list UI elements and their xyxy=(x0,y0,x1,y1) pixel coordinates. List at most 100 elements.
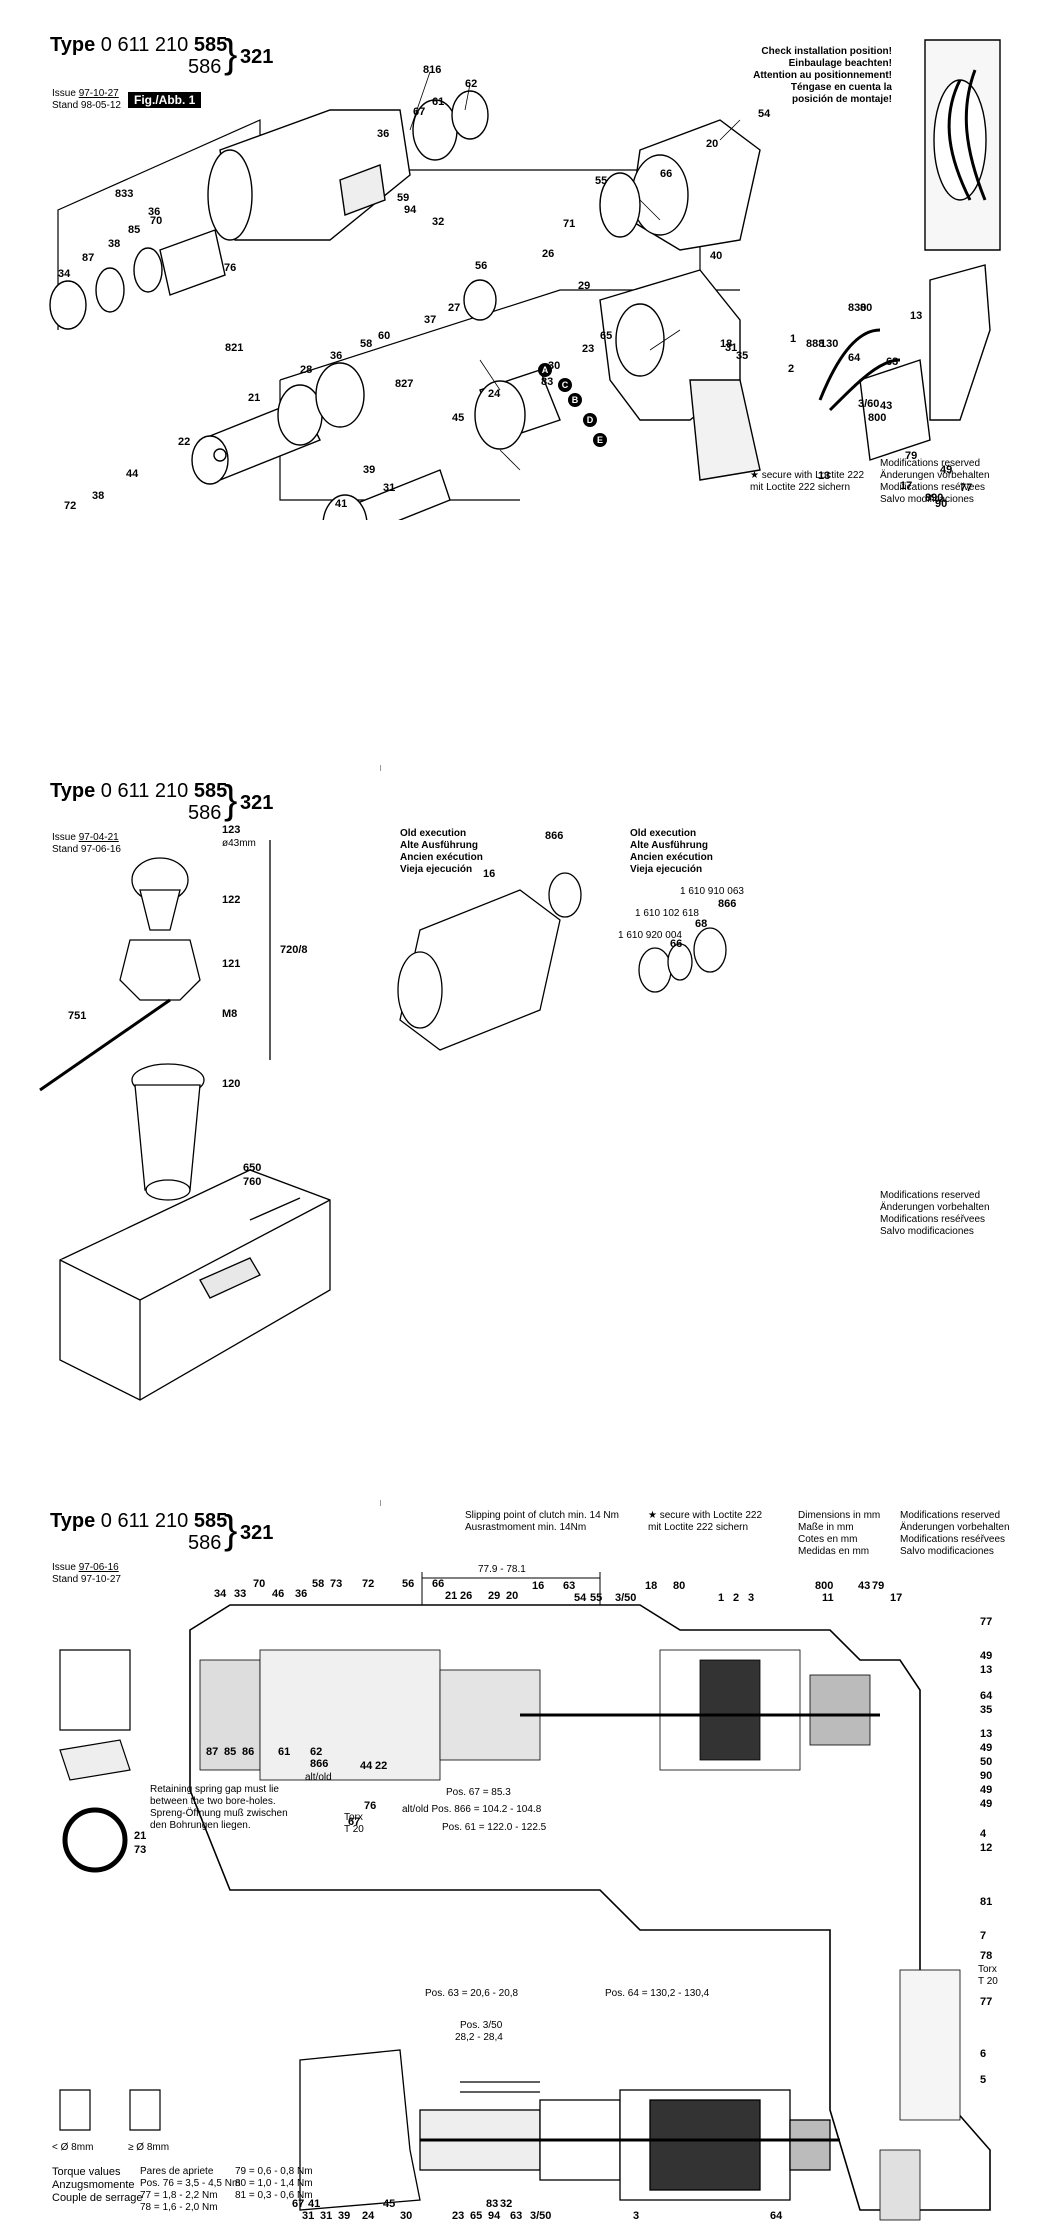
torque-line: 79 = 0,6 - 0,8 Nm xyxy=(235,2166,313,2177)
mod-line: Änderungen vorbehalten xyxy=(880,1202,990,1213)
diameter-lt: < Ø 8mm xyxy=(52,2142,94,2153)
callout: 85 xyxy=(128,224,141,236)
callout: 61 xyxy=(432,96,445,108)
clutch-line: Ausrastmoment min. 14Nm xyxy=(465,1522,587,1533)
callout: 29 xyxy=(488,1590,501,1602)
mod-line: Modifications reséřvees xyxy=(900,1534,1006,1545)
old-execution-a: Old execution Alte Ausführung Ancien exé… xyxy=(400,828,483,876)
callout: 3 xyxy=(633,2210,640,2222)
loctite-line: ★ secure with Loctite 222 xyxy=(750,470,865,481)
callout: 81 xyxy=(980,1896,993,1908)
callout: 31 xyxy=(725,342,738,354)
issue-date: 97-10-27 xyxy=(78,88,119,99)
callout: 67 xyxy=(348,1816,361,1828)
callout: 3/60 xyxy=(858,398,880,410)
torque-values: Pares de apriete Pos. 76 = 3,5 - 4,5 Nm … xyxy=(140,2166,240,2214)
issue-date: 97-04-21 xyxy=(78,832,119,843)
issue-label: Issue xyxy=(52,88,76,99)
callout: 54 xyxy=(758,108,771,120)
torque-line: 80 = 1,0 - 1,4 Nm xyxy=(235,2178,313,2189)
callout: 23 xyxy=(452,2210,465,2222)
variant-a: 585 xyxy=(193,1510,228,1532)
dim-line: Medidas en mm xyxy=(798,1546,870,1557)
callout: 833 xyxy=(115,188,134,200)
callout-dim: ø43mm xyxy=(222,838,256,849)
callout: 1 xyxy=(790,333,797,345)
callout: 30 xyxy=(548,360,561,372)
callout: 33 xyxy=(234,1588,247,1600)
model-code: 321 xyxy=(240,792,274,814)
callout: 720/8 xyxy=(280,944,308,956)
callout: 56 xyxy=(475,260,488,272)
callout: 17 xyxy=(890,1592,903,1604)
torque-line: Couple de serrage xyxy=(52,2192,143,2204)
callout: 123 xyxy=(222,824,241,836)
old-exec-line: Vieja ejecución xyxy=(630,864,703,875)
callout: 5 xyxy=(980,2074,987,2086)
callout: Torx xyxy=(344,1812,363,1823)
callout: 66 xyxy=(670,938,683,950)
callout: 13 xyxy=(818,470,831,482)
callout: 3 xyxy=(748,1592,755,1604)
callout: 22 xyxy=(178,436,191,448)
callout: alt/old xyxy=(305,1772,332,1783)
mod-line: Änderungen vorbehalten xyxy=(880,470,990,481)
callout: 13 xyxy=(980,1664,993,1676)
old-exec-line: Ancien exécution xyxy=(630,852,713,863)
callout: 24 xyxy=(362,2210,375,2222)
callout: 37 xyxy=(424,314,437,326)
dim-line: Cotes en mm xyxy=(798,1534,858,1545)
brace: } xyxy=(224,32,238,76)
callout: 45 xyxy=(383,2198,396,2210)
torque-line: Pos. 76 = 3,5 - 4,5 Nm xyxy=(140,2178,241,2189)
spring-line: between the two bore-holes. xyxy=(150,1796,276,1807)
mod-line: Modifications reserved xyxy=(880,458,981,469)
loctite-line: ★ secure with Loctite 222 xyxy=(648,1510,763,1521)
callout: 35 xyxy=(736,350,749,362)
callout: 13 xyxy=(910,310,923,322)
modifications-note: Modifications reserved Änderungen vorbeh… xyxy=(880,458,990,506)
spring-line: Retaining spring gap must lie xyxy=(150,1784,279,1795)
stand-date: 97-06-16 xyxy=(80,844,121,855)
callout: 63 xyxy=(886,356,899,368)
part-number: 0 611 210 xyxy=(100,34,189,56)
callout: 800 xyxy=(815,1580,834,1592)
callout: 86 xyxy=(242,1746,255,1758)
pos-64: Pos. 64 = 130,2 - 130,4 xyxy=(605,1988,710,1999)
issue-date: 97-06-16 xyxy=(78,1562,119,1573)
callout: 7 xyxy=(980,1930,987,1942)
callout: 830 xyxy=(848,302,867,314)
sheet-3: Type 0 611 210 585 586 } 321 Issue 97-06… xyxy=(0,1510,1050,2223)
variant-a: 585 xyxy=(193,34,228,56)
pos-67: Pos. 67 = 85.3 xyxy=(446,1787,511,1798)
issue-label: Issue xyxy=(52,832,76,843)
callout: 49 xyxy=(940,464,953,476)
callout: 49 xyxy=(980,1798,993,1810)
callout: 58 xyxy=(312,1578,325,1590)
type-heading: Type 0 611 210 585 xyxy=(50,780,227,803)
callout: 32 xyxy=(432,216,445,228)
install-note-line: posición de montaje! xyxy=(791,94,892,105)
accessory-drawing xyxy=(39,840,727,1401)
callout: 46 xyxy=(272,1588,285,1600)
callout: 17 xyxy=(900,480,913,492)
connector-b: B xyxy=(572,395,579,405)
part-ref: 1 610 920 004 xyxy=(618,930,682,941)
callout: 28 xyxy=(300,364,313,376)
loctite-note: ★ secure with Loctite 222 mit Loctite 22… xyxy=(750,470,864,494)
stand-date: 97-10-27 xyxy=(80,1574,121,1585)
sheet-1: Type 0 611 210 585 586 } 321 Issue 97-10… xyxy=(0,0,1050,520)
callout: 3/50 xyxy=(530,2210,552,2222)
issue-block: Issue 97-10-27 Stand 98-05-12 xyxy=(52,88,121,112)
callout: 24 xyxy=(488,388,501,400)
callout: 38 xyxy=(108,238,121,250)
pos-63: Pos. 63 = 20,6 - 20,8 xyxy=(425,1988,519,1999)
callout: 21 xyxy=(134,1830,147,1842)
callout: 63 xyxy=(510,2210,523,2222)
part-ref: 1 610 102 618 xyxy=(635,908,699,919)
old-exec-line: Old execution xyxy=(400,828,467,839)
stand-label: Stand xyxy=(52,844,79,855)
connector-a: A xyxy=(542,365,549,375)
connector-d: D xyxy=(587,415,594,425)
model-code: 321 xyxy=(240,1522,274,1544)
